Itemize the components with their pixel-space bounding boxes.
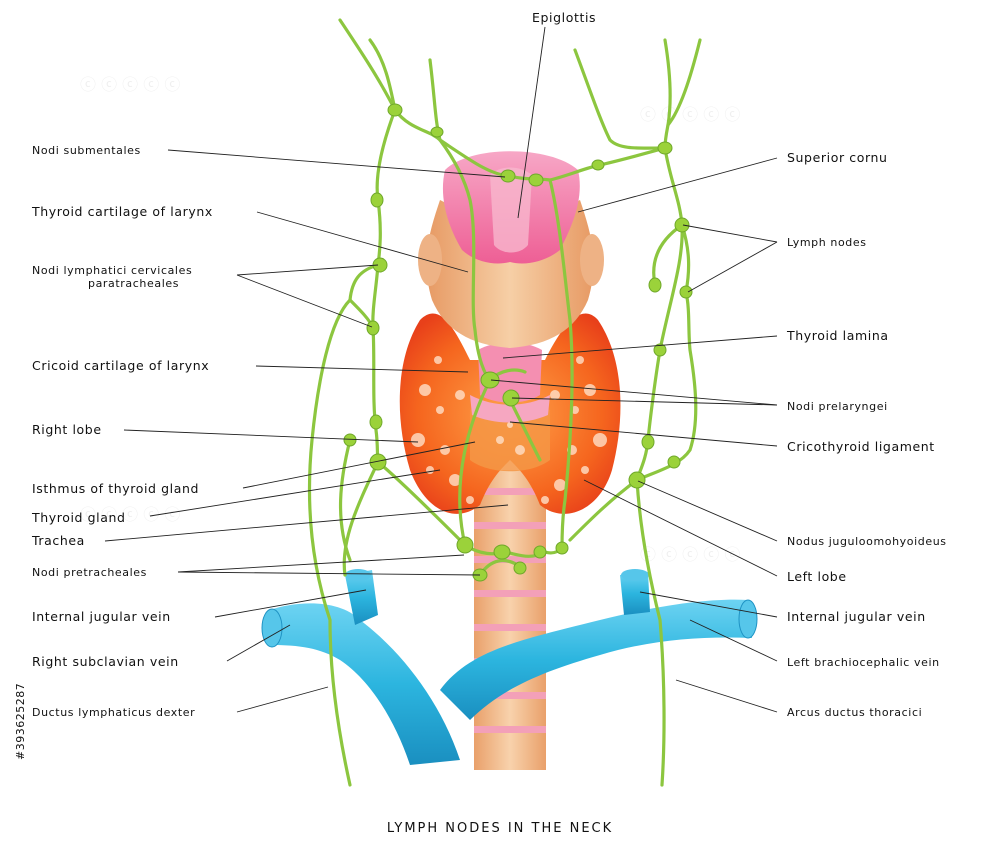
svg-text:ⓒ ⓒ ⓒ ⓒ ⓒ: ⓒ ⓒ ⓒ ⓒ ⓒ xyxy=(640,105,740,124)
label-trachea: Trachea xyxy=(31,533,85,548)
label-left-lobe: Left lobe xyxy=(787,569,847,584)
watermark: ⓒ ⓒ ⓒ ⓒ ⓒ ⓒ ⓒ ⓒ ⓒ ⓒ ⓒ ⓒ ⓒ ⓒ ⓒ ⓒ ⓒ ⓒ ⓒ ⓒ xyxy=(80,75,740,564)
svg-text:ⓒ ⓒ ⓒ ⓒ ⓒ: ⓒ ⓒ ⓒ ⓒ ⓒ xyxy=(80,505,180,524)
trachea xyxy=(474,470,546,770)
label-epiglottis: Epiglottis xyxy=(532,10,596,25)
svg-text:ⓒ ⓒ ⓒ ⓒ ⓒ: ⓒ ⓒ ⓒ ⓒ ⓒ xyxy=(640,545,740,564)
label-internal-jugular-left: Internal jugular vein xyxy=(32,609,171,624)
label-thyroid-gland: Thyroid gland xyxy=(31,510,126,525)
label-nodi-submentales: Nodi submentales xyxy=(32,144,141,157)
svg-text:ⓒ ⓒ ⓒ ⓒ ⓒ: ⓒ ⓒ ⓒ ⓒ ⓒ xyxy=(80,75,180,94)
label-superior-cornu: Superior cornu xyxy=(787,150,888,165)
labels-left: Nodi submentales Thyroid cartilage of la… xyxy=(31,144,213,719)
epiglottis-shape xyxy=(442,151,580,264)
label-thyroid-lamina: Thyroid lamina xyxy=(786,328,889,343)
veins xyxy=(261,569,758,765)
label-right-subclavian: Right subclavian vein xyxy=(32,654,179,669)
label-ductus-lymphaticus: Ductus lymphaticus dexter xyxy=(32,706,195,719)
lymph-nodes xyxy=(343,103,693,582)
label-cricothyroid-ligament: Cricothyroid ligament xyxy=(787,439,935,454)
label-arcus-ductus: Arcus ductus thoracici xyxy=(787,706,922,719)
leader-lines xyxy=(104,26,778,713)
label-nodi-pretracheales: Nodi pretracheales xyxy=(32,566,147,579)
stock-id: #393625287 xyxy=(14,683,27,760)
labels-right: Epiglottis Superior cornu Lymph nodes Th… xyxy=(532,10,947,719)
label-nodi-cervicales: Nodi lymphatici cervicales xyxy=(32,264,192,277)
label-thyroid-cartilage: Thyroid cartilage of larynx xyxy=(31,204,213,219)
label-nodi-prelaryngei: Nodi prelaryngei xyxy=(787,400,888,413)
label-nodus-jugulo: Nodus juguloomohyoideus xyxy=(787,535,947,548)
label-lymph-nodes: Lymph nodes xyxy=(787,236,867,249)
label-internal-jugular-right: Internal jugular vein xyxy=(787,609,926,624)
label-paratracheales: paratracheales xyxy=(88,277,179,290)
label-right-lobe: Right lobe xyxy=(32,422,102,437)
diagram-title: LYMPH NODES IN THE NECK xyxy=(387,821,613,836)
label-cricoid-cartilage: Cricoid cartilage of larynx xyxy=(32,358,209,373)
label-isthmus: Isthmus of thyroid gland xyxy=(32,481,199,496)
label-left-brachiocephalic: Left brachiocephalic vein xyxy=(787,656,940,669)
lymph-vessels xyxy=(307,18,702,787)
